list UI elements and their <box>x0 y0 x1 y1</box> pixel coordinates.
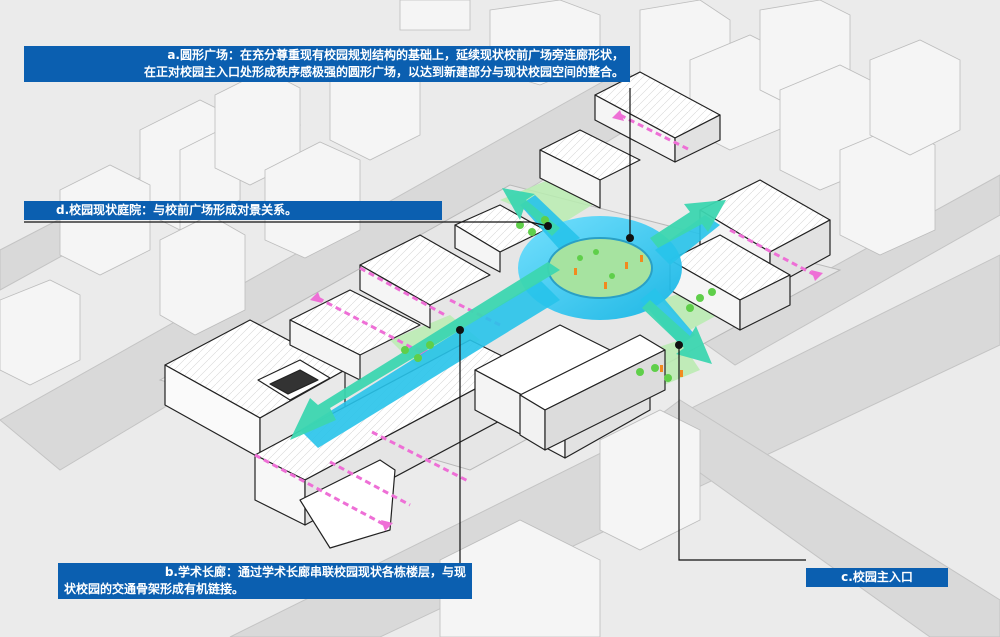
annotation-b-line2: 状校园的交通骨架形成有机链接。 <box>64 582 245 596</box>
background-buildings <box>0 0 961 637</box>
campus-buildings <box>164 71 831 549</box>
annotation-d-text: d.校园现状庭院：与校前广场形成对景关系。 <box>56 203 298 217</box>
leader-dots <box>456 222 683 349</box>
annotation-c-text: c.校园主入口 <box>841 570 913 584</box>
annotation-a-line1: a.圆形广场：在充分尊重现有校园规划结构的基础上，延续现状校前广场旁连廊形状， <box>167 48 624 62</box>
corridor-dashes <box>254 113 816 527</box>
annotation-a-line2: 在正对校园主入口处形成秩序感极强的圆形广场，以达到新建部分与现状校园空间的整合。 <box>143 65 624 79</box>
leader-lines <box>24 88 806 563</box>
annotation-b-academic-corridor: b.学术长廊：通过学术长廊串联校园现状各栋楼层，与现 状校园的交通骨架形成有机链… <box>58 563 472 599</box>
arrow-up-right-icon <box>650 200 726 248</box>
annotation-d-courtyard: d.校园现状庭院：与校前广场形成对景关系。 <box>24 201 442 220</box>
annotation-c-main-entrance: c.校园主入口 <box>806 568 948 587</box>
people <box>574 255 683 377</box>
annotation-a-circular-plaza: a.圆形广场：在充分尊重现有校园规划结构的基础上，延续现状校前广场旁连廊形状， … <box>24 46 630 82</box>
arrow-down-right-icon <box>642 300 712 364</box>
trees <box>401 216 716 382</box>
annotation-b-line1: b.学术长廊：通过学术长廊串联校园现状各栋楼层，与现 <box>164 565 466 579</box>
arrow-long-left-icon <box>290 262 560 440</box>
axis-arrows <box>290 188 726 440</box>
